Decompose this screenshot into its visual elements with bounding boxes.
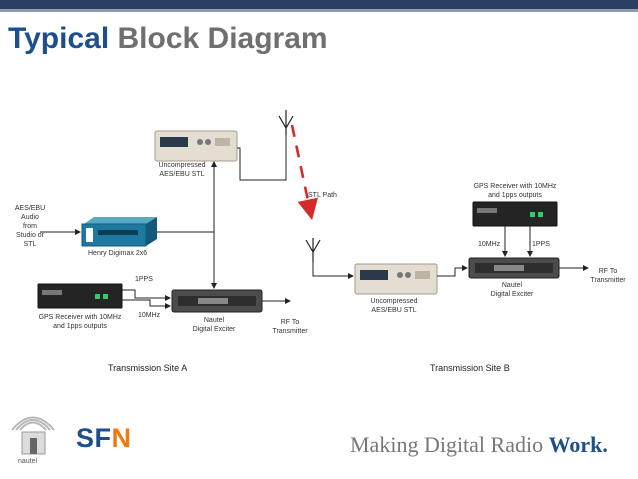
antenna-a-tx <box>278 110 294 135</box>
nautel-logo-icon <box>11 416 55 455</box>
pps-a-label: 1PPS <box>135 276 153 283</box>
gps-b-label: GPS Receiver with 10MHz and 1pps outputs <box>473 183 557 199</box>
henry-digimax-unit <box>81 217 157 247</box>
pps-b-label: 1PPS <box>532 241 550 248</box>
gps-receiver-b <box>472 201 558 227</box>
antenna-b-rx <box>305 238 321 262</box>
aes-ebu-input-label: AES/EBU Audio from Studio or STL <box>14 205 46 248</box>
site-a-connectors <box>40 135 291 309</box>
digimax-label: Henry Digimax 2x6 <box>88 250 148 257</box>
site-b-connectors <box>312 226 589 279</box>
top-banner <box>0 0 638 9</box>
tagline-bold: Work. <box>548 432 608 457</box>
gps-a-label: GPS Receiver with 10MHz and 1pps outputs <box>38 314 122 330</box>
gps-receiver-a <box>37 283 123 309</box>
exciter-b-label: Nautel Digital Exciter <box>490 282 534 298</box>
tagline-main: Making Digital Radio <box>350 432 549 457</box>
sfn-logo: SFN <box>76 423 132 454</box>
exciter-a-label: Nautel Digital Exciter <box>192 317 236 333</box>
title-emphasis: Typical <box>8 22 110 55</box>
top-banner-stripe <box>0 9 638 12</box>
mhz-b-label: 10MHz <box>478 241 501 248</box>
tagline: Making Digital Radio Work. <box>350 432 608 458</box>
rf-a-label: RF To Transmitter <box>272 319 308 335</box>
slide-title: Typical Block Diagram <box>8 22 328 56</box>
sfn-text: SF <box>76 423 112 453</box>
stl-receiver-a <box>154 130 238 162</box>
site-a-label: Transmission Site A <box>108 363 188 373</box>
site-b-label: Transmission Site B <box>430 363 510 373</box>
stl-path-label: STL Path <box>308 192 337 199</box>
stl-path-link <box>290 124 318 221</box>
exciter-a <box>171 289 263 313</box>
nautel-logo-text: nautel <box>18 458 38 465</box>
mhz-a-label: 10MHz <box>138 312 161 319</box>
stl-receiver-b <box>354 263 438 295</box>
stl-b-label: Uncompressed AES/EBU STL <box>370 298 418 314</box>
title-rest: Block Diagram <box>117 22 328 55</box>
stl-a-label: Uncompressed AES/EBU STL <box>158 162 206 178</box>
sfn-n-text: N <box>111 423 132 453</box>
rf-b-label: RF To Transmitter <box>590 268 626 284</box>
exciter-b <box>468 257 560 279</box>
